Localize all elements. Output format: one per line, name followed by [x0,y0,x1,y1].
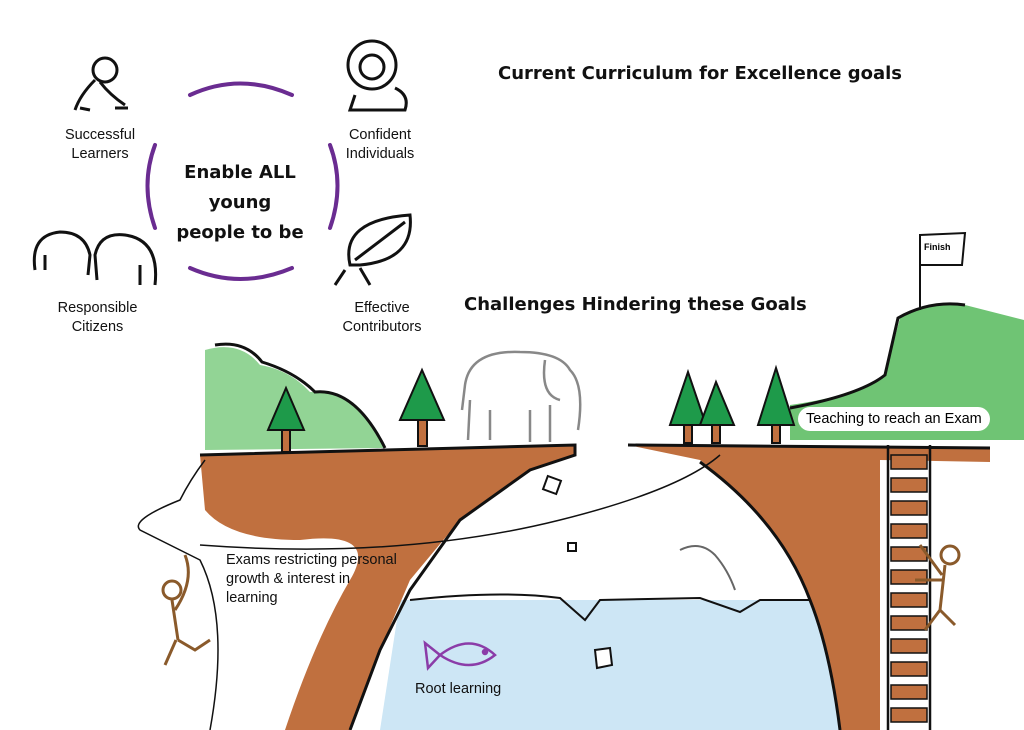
exam-label: Teaching to reach an Exam [798,407,990,431]
goal-line: Contributors [342,319,422,335]
elephants-icon [32,230,158,286]
root-learning-label: Root learning [415,681,502,697]
left-cliff [200,445,575,730]
right-cliff [628,445,990,730]
ladder [886,445,932,730]
jumping-fish-icon [679,545,736,591]
goal-line: Successful [64,127,136,143]
exams-line: growth & interest in [226,571,351,587]
left-hill [205,347,385,450]
exams-line: learning [226,590,278,606]
center-line: people to be [176,222,304,243]
goal-line: Responsible [57,300,138,316]
goal-line: Effective [354,300,410,316]
water-surface [409,593,820,622]
tree-icons [266,364,796,453]
goal-line: Learners [71,146,129,162]
goal-line: Citizens [71,319,124,335]
finish-label: Finish [924,242,951,252]
leaf-icon [333,213,412,286]
exams-line: Exams restricting personal [226,552,397,568]
center-text: Enable ALL young people to be [150,158,330,248]
elephant-icon [460,350,582,442]
lion-icon [346,39,408,112]
monkey-icon [73,56,128,112]
rocks [541,474,614,670]
goal-line: Individuals [345,146,415,162]
goal-cycle-arcs [145,81,340,281]
page-title: Current Curriculum for Excellence goals [498,63,903,84]
finish-flag [919,231,967,310]
fish-icon [423,640,497,671]
monkey-left-icon [161,554,211,666]
goal-line: Confident [348,127,412,143]
exams-text: Exams restricting personal growth & inter… [226,551,397,608]
right-hill-outline [789,302,966,410]
left-hill-outline [214,342,387,449]
monkey-right-icon [915,544,961,631]
right-hill [790,303,1024,440]
center-line: Enable ALL young [184,162,296,213]
challenges-heading: Challenges Hindering these Goals [464,294,807,315]
